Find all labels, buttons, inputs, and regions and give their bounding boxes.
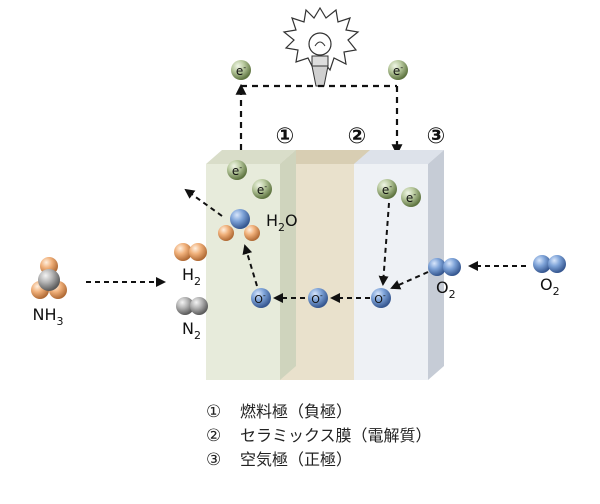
o2-molecule-air (533, 255, 566, 273)
svg-text:O-: O- (254, 291, 266, 306)
electron-anode-1: e- (227, 160, 247, 180)
legend-item-cathode: ③ 空気極（正極） (206, 448, 536, 472)
arrow-oxide-to-water (242, 244, 258, 287)
electron-top-left: e- (231, 60, 251, 80)
zone-marker-3: ③ (427, 124, 446, 149)
oxide-ion-anode: O- (251, 288, 271, 308)
electron-cathode-2: e- (401, 187, 421, 207)
arrow-electron-to-oxide (378, 202, 390, 286)
legend-marker: ② (206, 426, 222, 446)
legend-label: 燃料極（負極） (240, 402, 353, 421)
n2-label: N2 (182, 319, 201, 342)
legend-label: セラミックス膜（電解質） (240, 426, 432, 445)
legend: ① 燃料極（負極） ② セラミックス膜（電解質） ③ 空気極（正極） (206, 400, 536, 472)
arrow-o2-to-oxide (390, 271, 429, 290)
svg-text:O-: O- (374, 291, 386, 306)
h2o-label: H2O (266, 211, 298, 234)
electron-anode-2: e- (252, 179, 272, 199)
h2-label: H2 (182, 265, 201, 288)
legend-item-anode: ① 燃料極（負極） (206, 400, 536, 424)
legend-marker: ③ (206, 450, 222, 470)
anode-layer (206, 150, 296, 380)
oxide-ion-electrolyte: O- (308, 288, 328, 308)
flow-arrows (86, 188, 526, 303)
o2-label-cathode: O2 (436, 278, 456, 301)
zone-marker-2: ② (348, 124, 367, 149)
legend-label: 空気極（正極） (240, 450, 353, 469)
svg-text:e-: e- (257, 182, 267, 197)
h2o-molecule (218, 209, 260, 241)
electron-cathode-1: e- (377, 179, 397, 199)
h2-molecule (174, 243, 207, 261)
lightbulb-icon (282, 6, 360, 87)
o2-label-air: O2 (540, 275, 560, 298)
svg-text:O-: O- (311, 291, 323, 306)
oxide-ion-cathode: O- (371, 288, 391, 308)
svg-text:e-: e- (406, 190, 416, 205)
arrow-water-out (184, 188, 223, 217)
nh3-label: NH3 (33, 305, 64, 328)
o2-molecule-cathode (428, 258, 461, 276)
svg-text:e-: e- (236, 63, 246, 78)
external-circuit (235, 83, 403, 156)
svg-text:e-: e- (382, 182, 392, 197)
svg-text:e-: e- (232, 163, 242, 178)
zone-marker-1: ① (276, 124, 295, 149)
nh3-molecule (31, 257, 67, 299)
legend-marker: ① (206, 402, 222, 422)
legend-item-electrolyte: ② セラミックス膜（電解質） (206, 424, 536, 448)
electron-top-right: e- (388, 60, 408, 80)
n2-molecule (176, 297, 208, 315)
svg-text:e-: e- (393, 63, 403, 78)
